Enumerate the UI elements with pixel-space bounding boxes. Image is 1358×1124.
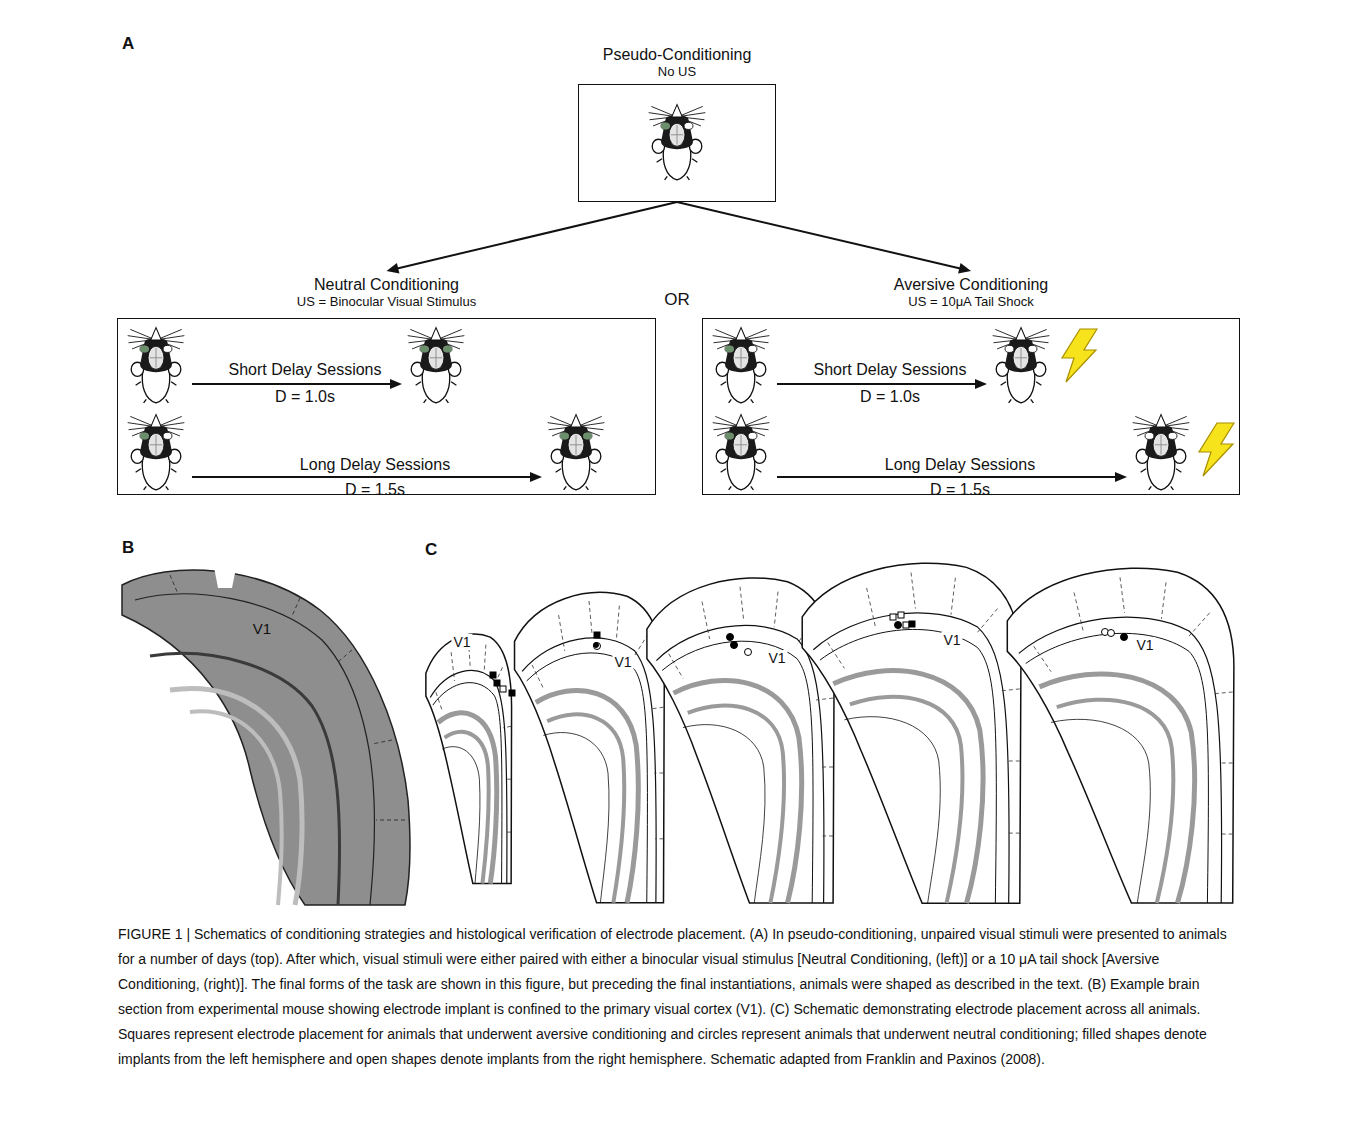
region-label: V1 — [451, 634, 472, 650]
region-label: V1 — [1134, 637, 1155, 653]
stage-title: Aversive Conditioning — [894, 275, 1048, 294]
or-label: OR — [664, 290, 690, 310]
arrow-label: Short Delay Sessions — [229, 361, 382, 379]
flow-arrow — [387, 202, 678, 274]
region-label: V1 — [941, 632, 962, 648]
box-heading: Pseudo-ConditioningNo US — [603, 45, 752, 80]
box-heading: Neutral ConditioningUS = Binocular Visua… — [297, 275, 476, 310]
arrow-label: Short Delay Sessions — [814, 361, 967, 379]
flow-arrow — [677, 202, 971, 274]
arrow-head — [958, 263, 971, 274]
panel-letter: A — [122, 34, 134, 54]
delay-value: D = 1.0s — [860, 388, 920, 406]
stage-subtitle: US = Binocular Visual Stimulus — [297, 294, 476, 310]
region-label: V1 — [612, 654, 633, 670]
box-outline — [578, 84, 776, 202]
region-label: V1 — [253, 620, 271, 637]
figure-caption: FIGURE 1 | Schematics of conditioning st… — [118, 922, 1240, 1072]
arrow-line — [677, 202, 961, 269]
panel-letter: B — [122, 538, 134, 558]
delay-value: D = 1.5s — [930, 481, 990, 499]
stage-subtitle: No US — [603, 64, 752, 80]
box-heading: Aversive ConditioningUS = 10μA Tail Shoc… — [894, 275, 1048, 310]
arrow-label: Long Delay Sessions — [885, 456, 1035, 474]
region-label: V1 — [766, 650, 787, 666]
arrow-head — [387, 263, 400, 274]
panel-letter: C — [425, 540, 437, 560]
stage-title: Pseudo-Conditioning — [603, 45, 752, 64]
delay-value: D = 1.0s — [275, 388, 335, 406]
stage-subtitle: US = 10μA Tail Shock — [894, 294, 1048, 310]
stage-box: Pseudo-ConditioningNo US — [578, 45, 776, 202]
stage-title: Neutral Conditioning — [297, 275, 476, 294]
delay-value: D = 1.5s — [345, 481, 405, 499]
arrow-line — [396, 202, 677, 269]
arrow-label: Long Delay Sessions — [300, 456, 450, 474]
